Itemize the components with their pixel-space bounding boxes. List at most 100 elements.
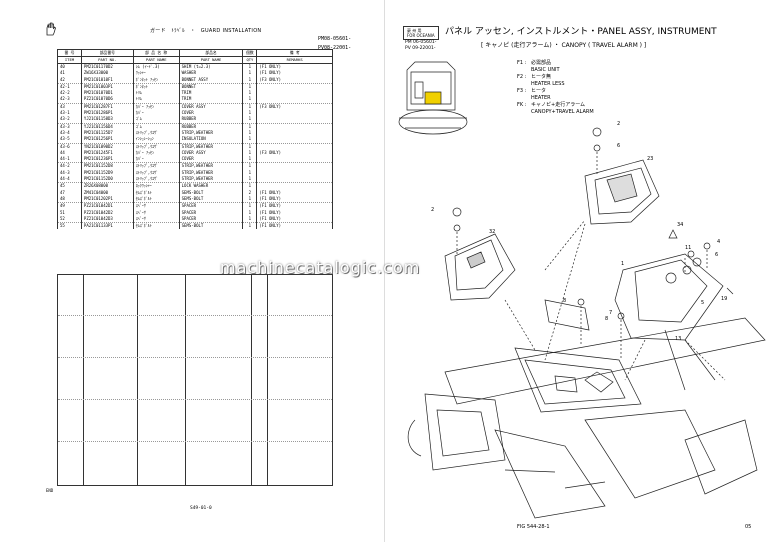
- legend-item: HEATER: [517, 95, 594, 102]
- callout-label: 8: [605, 316, 609, 322]
- partno-cell: PM21C01152D0: [80, 176, 134, 183]
- qty-cell: 1: [242, 202, 258, 210]
- remarks-cell: (F1 ONLY): [256, 215, 333, 223]
- callout-label: 19: [721, 296, 728, 302]
- partno-cell: YJ21C01156D4: [80, 122, 134, 130]
- qty-cell: 1: [242, 162, 258, 170]
- page-number: S49-01-0: [190, 506, 212, 511]
- name-kana-cell: ｽﾄﾘｯﾌﾟ,ｳｴｻﾞ: [132, 176, 180, 183]
- callout-label: 5: [701, 300, 705, 306]
- page-title: パネル アッセン, インストルメント・PANEL ASSY, INSTRUMEN…: [445, 27, 717, 37]
- col-header-name2-jp: 部品名: [178, 49, 244, 57]
- table-header: 番 号 部品番号 部 品 名 称 部品名 個数 備 考 ITEM PART NO…: [57, 49, 333, 64]
- partno-cell: PZ21C01070D6: [80, 96, 134, 104]
- qty-cell: 1: [242, 70, 258, 77]
- col-header-name-kana: PART NAME: [132, 56, 180, 64]
- diagram-page: 豪 州 用 FOR OCEANIA パネル アッセン, インストルメント・PAN…: [384, 0, 768, 542]
- name-kana-cell: ﾎﾞﾝﾈｯﾄ ｱｯｾﾝ: [132, 76, 180, 84]
- region-tag-jp: 豪 州 用: [407, 28, 422, 33]
- qty-cell: 1: [242, 76, 258, 84]
- col-header-qty: QTY: [242, 56, 258, 64]
- name-kana-cell: ｲﾝｼｭﾚｰｼｮﾝ: [132, 136, 180, 144]
- remarks-cell: (F3 ONLY): [256, 76, 333, 84]
- item-cell: 42-3: [57, 96, 82, 104]
- model-code: PV 09-22001-: [405, 46, 436, 51]
- partno-cell: PZ21C01042D3: [80, 215, 134, 223]
- remarks-cell: [256, 129, 333, 137]
- col-header-qty-jp: 個数: [242, 49, 258, 57]
- name-cell: SEMS-BOLT: [178, 195, 244, 203]
- item-cell: 40: [57, 63, 82, 71]
- page-title: ガード ﾄﾗﾍﾞﾙ ・ GUARD INSTALLATION: [150, 28, 262, 34]
- remarks-cell: [256, 116, 333, 124]
- region-tag: 豪 州 用 FOR OCEANIA: [403, 26, 439, 40]
- name-kana-cell: ｶﾊﾞｰ ｱｯｾﾝ: [132, 102, 180, 111]
- name-kana-cell: ｽﾍﾟｰｻ: [132, 209, 180, 216]
- partno-cell: PM21C01236P1: [80, 156, 134, 163]
- legend-en: HEATER: [531, 95, 551, 101]
- remarks-cell: [256, 96, 333, 104]
- divider: [58, 441, 332, 442]
- parts-table: 番 号 部品番号 部 品 名 称 部品名 個数 備 考 ITEM PART NO…: [57, 49, 333, 230]
- remarks-cell: [256, 136, 333, 144]
- remarks-cell: [256, 142, 333, 150]
- qty-cell: 1: [242, 142, 258, 150]
- col-header-name: PART NAME: [178, 56, 244, 64]
- remarks-cell: (F3 ONLY): [256, 149, 333, 157]
- page-number: 05: [745, 524, 752, 530]
- callout-label: 8: [563, 298, 567, 304]
- qty-cell: 1: [242, 169, 258, 177]
- callout-label: 34: [677, 222, 684, 228]
- item-cell: 42-1: [57, 82, 82, 91]
- partno-cell: PM21C01170D2: [80, 63, 134, 71]
- divider: [58, 315, 332, 316]
- name-kana-cell: ｾﾑｽﾞﾎﾞﾙﾄ: [132, 189, 180, 196]
- item-cell: 44-2: [57, 162, 82, 170]
- name-cell: COVER: [178, 156, 244, 163]
- item-cell: 43-5: [57, 136, 82, 144]
- col-header-partno-jp: 部品番号: [80, 49, 134, 57]
- divider: [58, 357, 332, 358]
- name-cell: LOCK WASHER: [178, 182, 244, 190]
- partno-cell: PM21C01010F1: [80, 76, 134, 84]
- qty-cell: 1: [242, 122, 258, 130]
- item-cell: 45: [57, 182, 82, 190]
- partno-cell: YN21C01090D2: [80, 142, 134, 150]
- remarks-cell: (F1 ONLY): [256, 63, 333, 71]
- divider: [185, 275, 186, 485]
- partno-cell: ZM41C04000: [80, 189, 134, 196]
- name-kana-cell: ｼﾑ (ｲｰﾄﾞ.3): [132, 63, 180, 71]
- name-cell: INSULATION: [178, 136, 244, 144]
- remarks-cell: [256, 182, 333, 190]
- partno-cell: ZR26X08000: [80, 182, 134, 190]
- qty-cell: 1: [242, 209, 258, 216]
- item-cell: 43-3: [57, 122, 82, 130]
- partno-cell: PM21C01070D1: [80, 90, 134, 97]
- name-cell: RUBBER: [178, 116, 244, 124]
- model-codes: PM08-05601- PV08-22001-: [318, 35, 351, 53]
- col-header-remarks: REMARKS: [256, 56, 333, 64]
- qty-cell: 2: [242, 189, 258, 196]
- item-cell: 44-1: [57, 156, 82, 163]
- machine-inset-icon: [398, 61, 468, 135]
- hand-icon: [46, 22, 56, 36]
- name-cell: BONNET: [178, 82, 244, 91]
- divider: [267, 275, 268, 485]
- partno-cell: PM21C01287F1: [80, 102, 134, 111]
- name-cell: STRIP,WEATHER: [178, 162, 244, 170]
- name-cell: SHIM (t=2.3): [178, 63, 244, 71]
- legend-item: BASIC UNIT: [517, 67, 594, 74]
- name-kana-cell: ｽﾍﾟｰｻ: [132, 202, 180, 210]
- legend-en: BASIC UNIT: [531, 67, 560, 73]
- divider: [83, 275, 84, 485]
